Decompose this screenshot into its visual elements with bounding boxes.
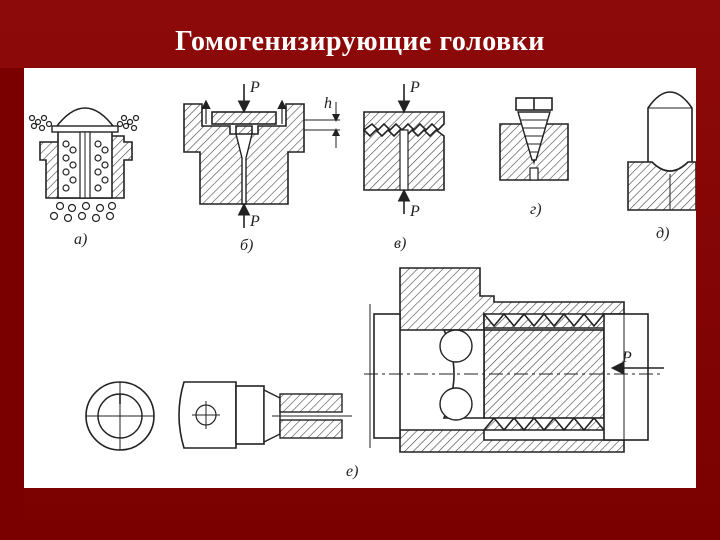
label-g: г) (530, 201, 542, 218)
head-variant-v: P P в) (363, 79, 445, 252)
label-b: б) (240, 237, 253, 254)
head-variant-b: P P h б) (183, 79, 340, 254)
head-variant-a: а) (28, 107, 140, 248)
slide-left-strip (0, 68, 24, 540)
label-d: д) (656, 225, 669, 242)
head-variant-e: P е) (85, 267, 664, 480)
force-label-b-bottom: P (249, 213, 260, 230)
homogenizing-heads-diagram: а) P P h б) P P в) (28, 79, 697, 480)
head-variant-g: г) (499, 97, 569, 218)
force-label-v-top: P (409, 79, 420, 96)
head-variant-d: д) (627, 91, 697, 242)
gap-label-h: h (324, 95, 332, 112)
slide-title: Гомогенизирующие головки (175, 26, 545, 57)
diagram-panel: а) P P h б) P P в) (24, 68, 697, 488)
label-e: е) (346, 463, 358, 480)
force-label-b-top: P (249, 79, 260, 96)
force-label-e: P (621, 349, 632, 366)
label-v: в) (394, 235, 406, 252)
label-a: а) (74, 231, 87, 248)
force-label-v-bottom: P (409, 203, 420, 220)
